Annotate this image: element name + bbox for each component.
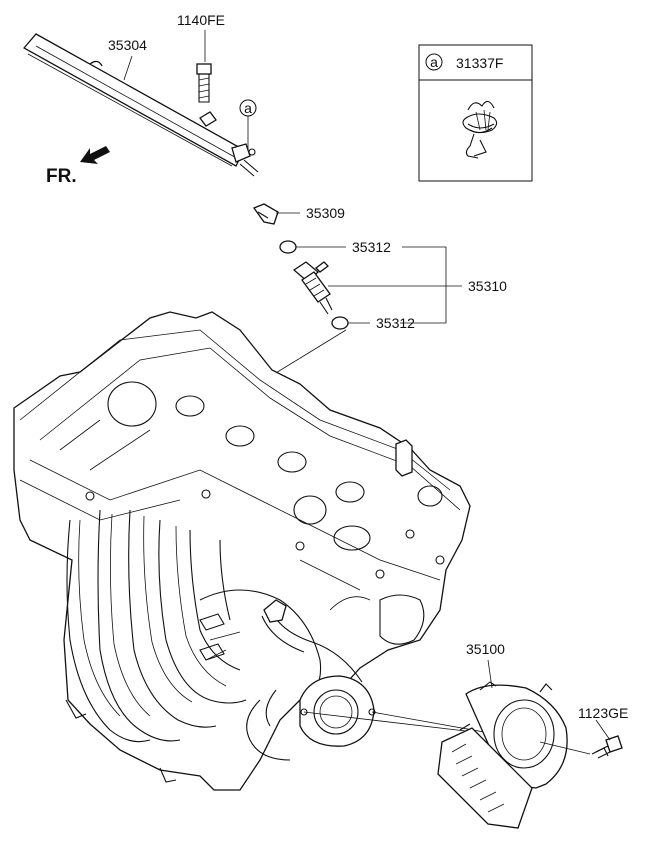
callout-oring-bottom: 35312 xyxy=(376,315,415,331)
reference-part-number: 31337F xyxy=(456,55,503,71)
callout-bolt: 1140FE xyxy=(177,12,225,28)
callout-clip: 35309 xyxy=(306,205,345,221)
front-label: FR. xyxy=(46,166,77,187)
callout-oring-top: 35312 xyxy=(352,239,391,255)
throttle-bolt xyxy=(591,735,623,759)
callout-throttle-body: 35100 xyxy=(466,641,505,657)
reference-marker-circle xyxy=(425,53,443,71)
callout-injector-assy: 35310 xyxy=(468,278,507,294)
hose-clamp-icon xyxy=(462,100,498,159)
rail-marker-label: a xyxy=(244,100,252,116)
oring-top xyxy=(279,240,297,254)
fuel-injector xyxy=(292,261,333,315)
callout-throttle-bolt: 1123GE xyxy=(578,705,628,721)
fuel-rail xyxy=(22,33,259,177)
throttle-body xyxy=(437,681,568,829)
reference-box: a 31337F xyxy=(418,44,533,182)
oring-bottom xyxy=(331,316,349,330)
callout-rail: 35304 xyxy=(108,37,147,53)
reference-marker-label: a xyxy=(430,54,438,70)
injector-clip xyxy=(252,203,279,225)
rail-bolt xyxy=(196,63,212,103)
front-arrow-icon xyxy=(80,146,110,164)
front-indicator: FR. xyxy=(46,146,110,187)
engine-assembly xyxy=(13,311,471,791)
